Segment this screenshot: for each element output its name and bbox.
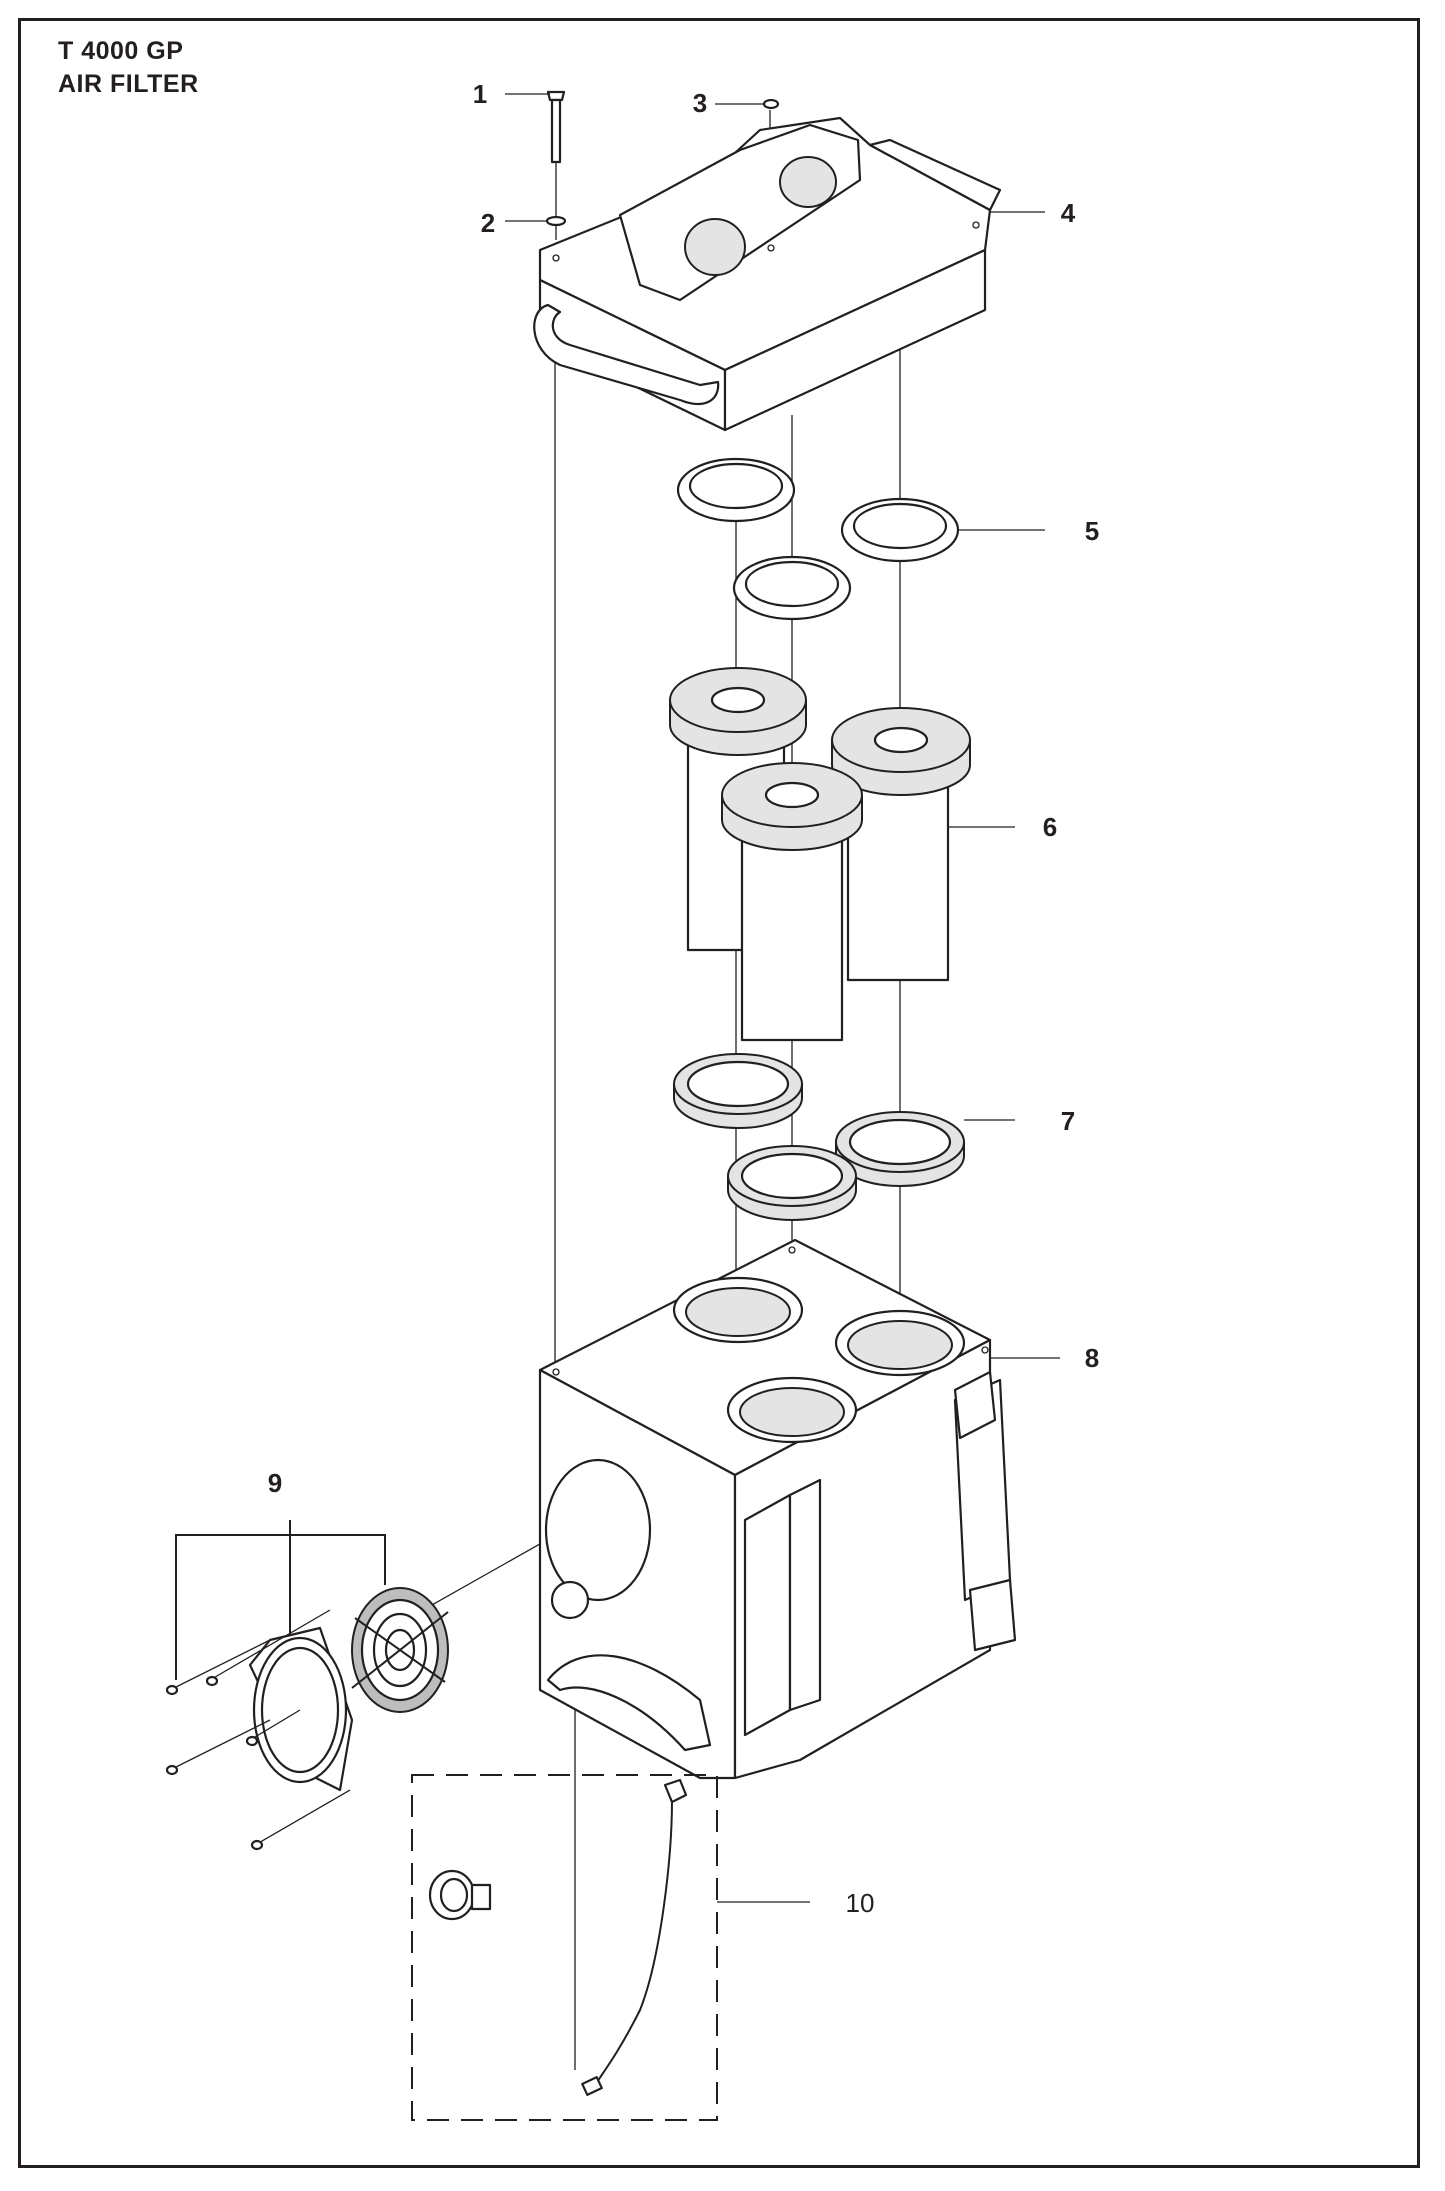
part-10-sensor-kit (411, 1774, 718, 2121)
part-5-rings (676, 457, 960, 621)
part-7-seal-rings (673, 1053, 965, 1221)
part-9-fan-guard-kit (165, 1520, 449, 1851)
callout-3: 3 (693, 88, 707, 118)
part-2-washer (545, 215, 567, 227)
callout-labels: 1 2 3 4 5 6 7 8 9 10 (268, 79, 1099, 1918)
part-4-filter-cover (533, 116, 1002, 432)
callout-2: 2 (481, 208, 495, 238)
part-8-filter-box (538, 1238, 1017, 1780)
callout-4: 4 (1061, 198, 1076, 228)
callout-1: 1 (473, 79, 487, 109)
leader-lines (505, 93, 1060, 1903)
callout-6: 6 (1043, 812, 1057, 842)
part-6-filter-cartridges (669, 667, 971, 1042)
callout-5: 5 (1085, 516, 1099, 546)
part-3-washer (762, 98, 780, 110)
callout-8: 8 (1085, 1343, 1099, 1373)
model-title: T 4000 GP (58, 37, 184, 65)
callout-10: 10 (846, 1888, 875, 1918)
section-title: AIR FILTER (58, 70, 199, 98)
callout-9: 9 (268, 1468, 282, 1498)
callout-7: 7 (1061, 1106, 1075, 1136)
part-1-bolt (546, 90, 566, 164)
drawing-frame (18, 18, 1420, 2168)
